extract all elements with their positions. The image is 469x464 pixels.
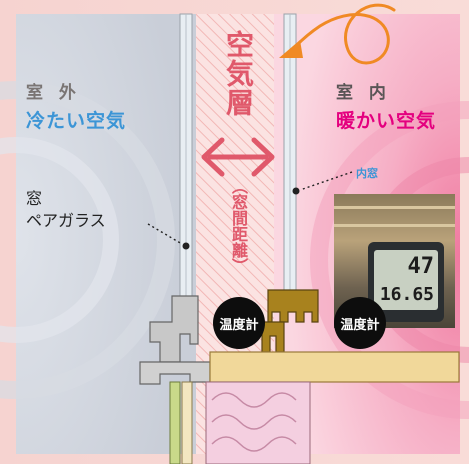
- window-sill: [209, 351, 460, 383]
- inside-subtitle: 暖かい空気: [336, 110, 437, 132]
- thermometer-badge-inside: 温度計: [334, 297, 386, 349]
- window-distance-label: （窓間距離）: [229, 178, 248, 274]
- thermometer-badge-outside: 温度計: [213, 297, 265, 349]
- pair-glass-label: 窓 ペアガラス: [26, 188, 106, 232]
- inside-title: 室 内: [336, 83, 391, 103]
- window-label-line1: 窓: [26, 189, 43, 208]
- inner-window-leader: [299, 171, 353, 191]
- curved-arrow-icon: [279, 3, 396, 65]
- outside-title: 室 外: [26, 83, 81, 103]
- thermometer-screen: 47 16.65: [374, 250, 438, 310]
- display-top-value: 47: [407, 254, 435, 279]
- wall-board: [169, 381, 181, 464]
- pair-glass-leader: [147, 223, 183, 245]
- display-bottom-value: 16.65: [379, 284, 434, 305]
- window-label-line2: ペアガラス: [26, 211, 106, 230]
- inner-window-label: 内窓: [356, 167, 378, 180]
- inner-frame: [267, 289, 319, 323]
- double-arrow-icon: [201, 137, 275, 177]
- thermometer-device: 47 16.65: [368, 242, 444, 322]
- air-layer-label: 空気層: [222, 30, 255, 117]
- thermometer-photo: 47 16.65: [334, 194, 455, 328]
- outside-subtitle: 冷たい空気: [26, 110, 127, 132]
